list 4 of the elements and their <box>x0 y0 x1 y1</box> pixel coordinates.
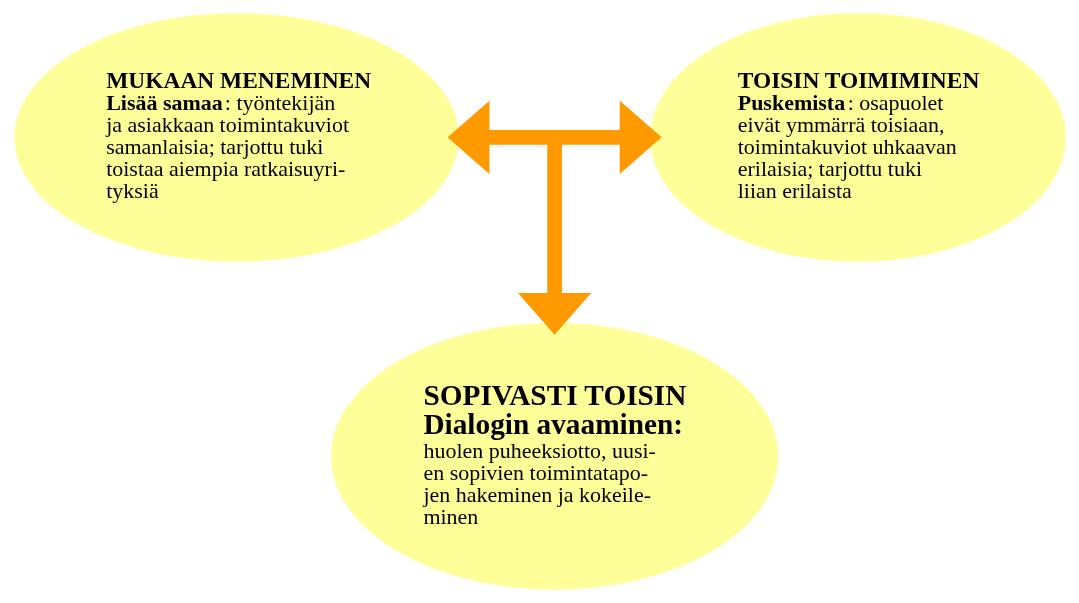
node-ellipse: SOPIVASTI TOISIN Dialogin avaaminen: huolen puheeksiotto, uusi- en sopivien toimintatapo- jen hakeminen ja kokeile- minen <box>330 322 778 590</box>
node-ellipse: MUKAAN MENEMINEN Lisää samaa: työntekijän ja asiakkaan toimintakuviot samanlaisia; tarjottu tuki toistaa aiempia ratkaisuyri- tyksiä <box>13 13 459 262</box>
node-ellipse: TOISIN TOIMIMINEN Puskemista: osapuolet eivät ymmärrä toisiaan, toimintakuviot uhkaavan erilaisia; tarjottu tuki liian erilaista <box>649 13 1066 262</box>
arrow <box>447 100 662 174</box>
